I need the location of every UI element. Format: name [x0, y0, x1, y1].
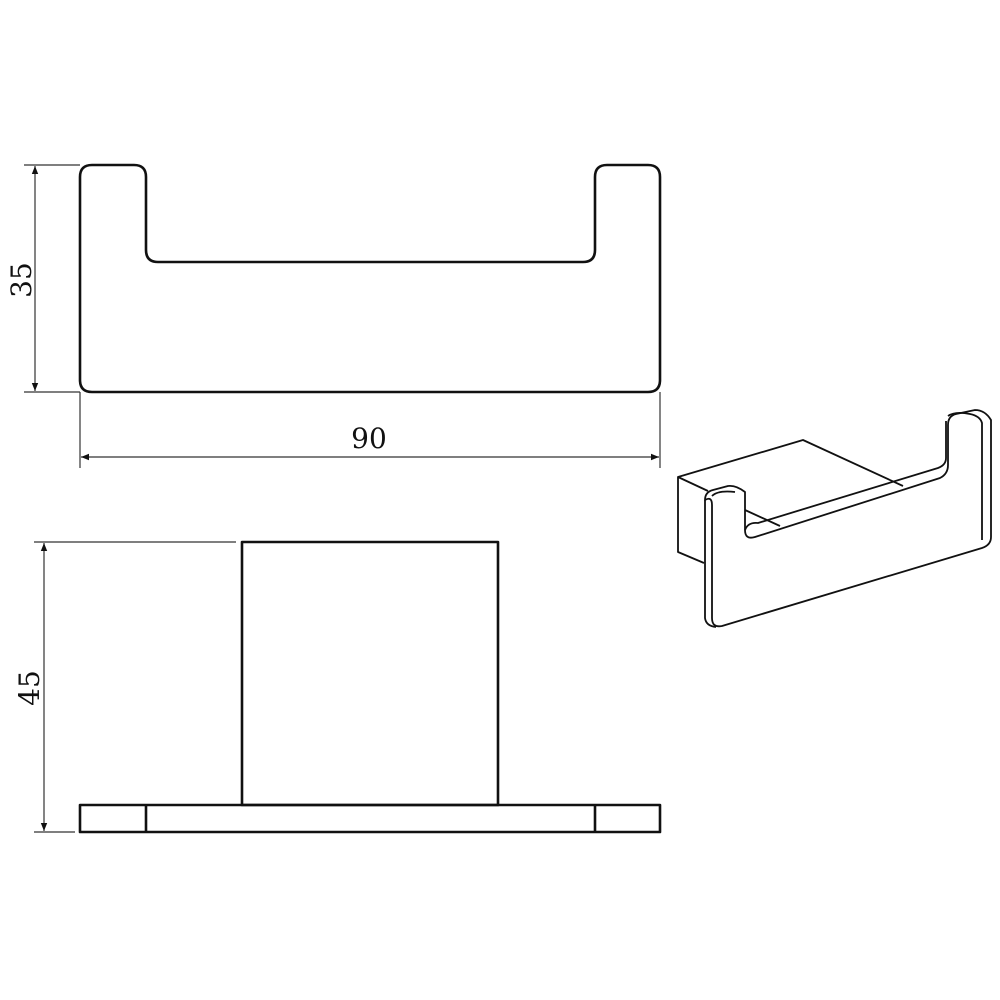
front-view: [78, 163, 662, 394]
dimension-label-90: 90: [351, 422, 387, 455]
dimension-label-35: 35: [5, 262, 38, 298]
dimension-45: 45: [13, 541, 236, 833]
dimension-90: 90: [79, 392, 661, 468]
dimension-35: 35: [5, 164, 80, 393]
iso-mount-block: [677, 439, 904, 564]
isometric-view: [677, 409, 992, 628]
side-view-body: [240, 540, 500, 807]
front-view-outline: [78, 163, 662, 394]
iso-hook-edges: [704, 411, 983, 628]
side-view-base-plate: [78, 803, 662, 834]
iso-hook-plate: [704, 409, 992, 628]
side-view: [78, 540, 662, 834]
dimension-label-45: 45: [13, 670, 46, 706]
